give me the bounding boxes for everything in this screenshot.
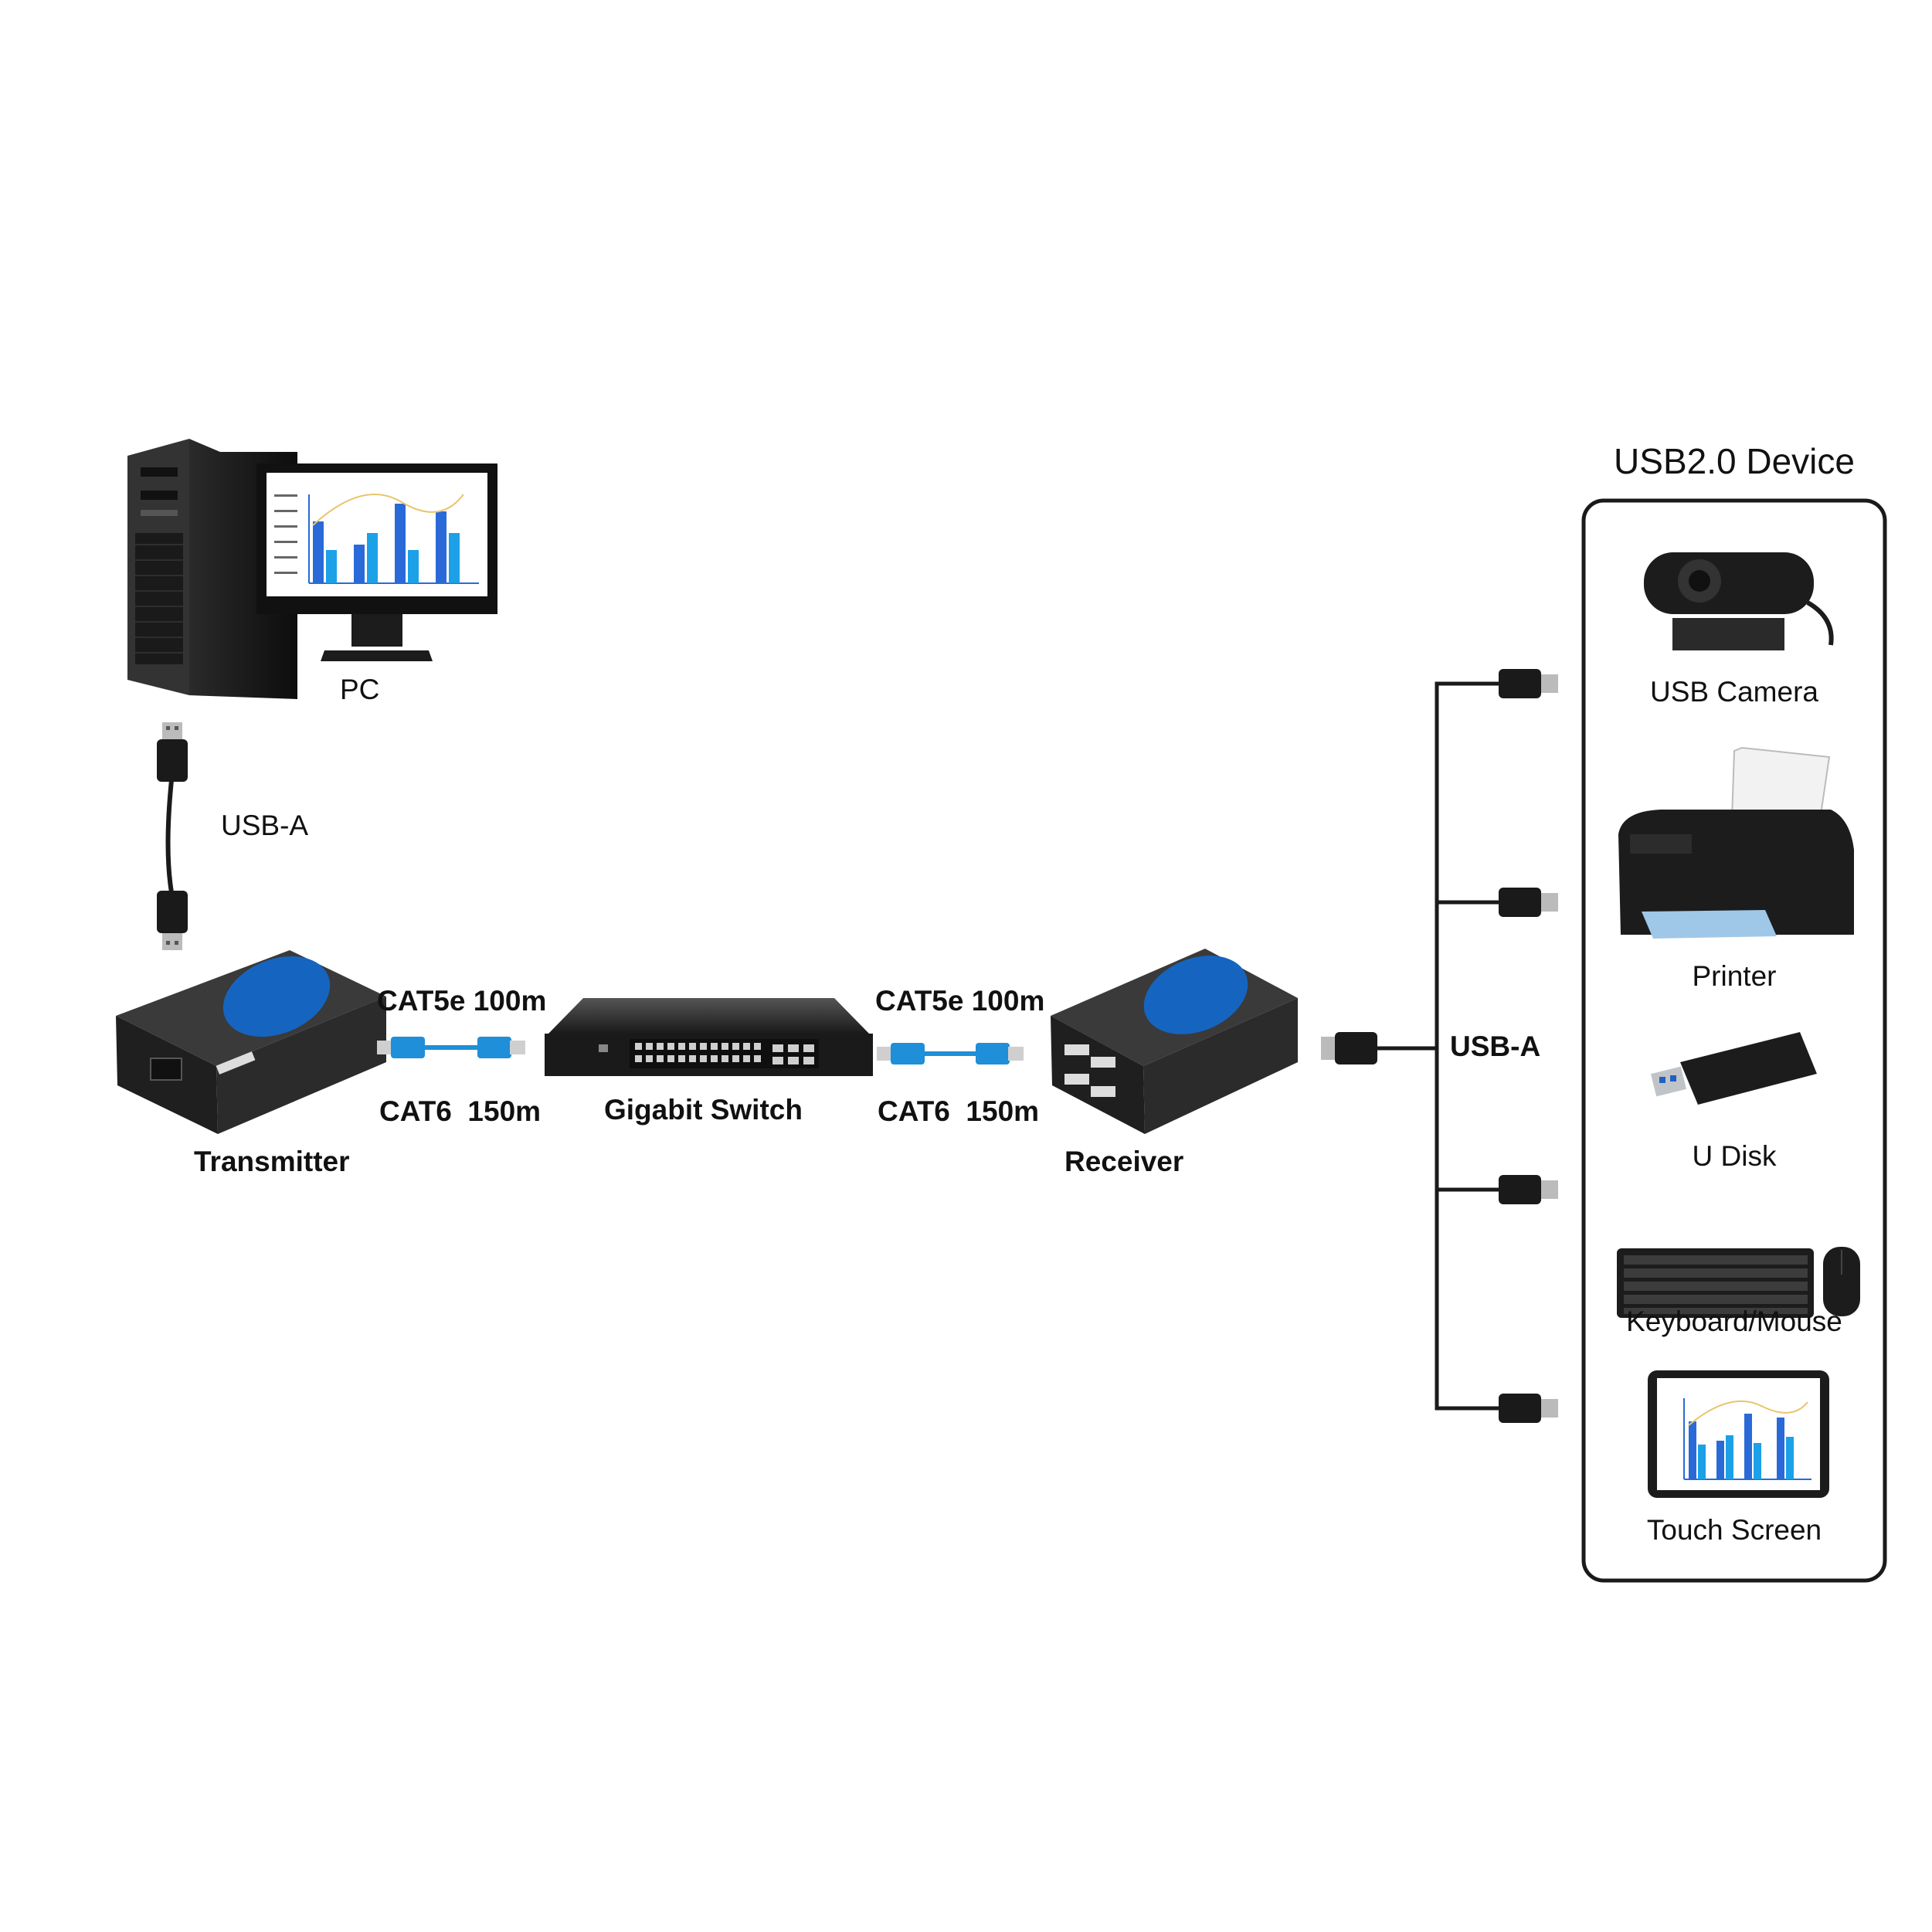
- transmitter-extender-icon: [116, 950, 386, 1134]
- transmitter-label: Transmitter: [194, 1146, 350, 1177]
- pc-label: PC: [340, 674, 380, 705]
- mouse-icon: [1823, 1247, 1860, 1316]
- usb-plug-icon: [1499, 1394, 1558, 1423]
- camera-icon: [1644, 552, 1834, 650]
- right-cat6-label: CAT6 150m: [878, 1095, 1040, 1127]
- usb-plug-icon: [1499, 669, 1558, 698]
- device-label-printer: Printer: [1692, 960, 1777, 992]
- usb-a-label-left: USB-A: [221, 810, 309, 841]
- right-cat5e-label: CAT5e 100m: [875, 985, 1045, 1017]
- device-panel-title: USB2.0 Device: [1614, 441, 1855, 481]
- usb-plug-icon: [1499, 1175, 1558, 1204]
- device-label-u-disk: U Disk: [1692, 1140, 1777, 1172]
- receiver-extender-icon: [1051, 949, 1298, 1134]
- switch-label: Gigabit Switch: [604, 1094, 803, 1126]
- left-cat5e-label: CAT5e 100m: [377, 985, 547, 1017]
- keyboard-icon: [1617, 1248, 1814, 1318]
- monitor-icon: [256, 463, 497, 661]
- usb-plug-icon: [157, 891, 188, 950]
- device-label-keyboard-mouse: Keyboard/Mouse: [1626, 1306, 1842, 1337]
- left-cat6-label: CAT6 150m: [379, 1095, 542, 1127]
- printer-icon: [1618, 746, 1854, 939]
- usb-plug-icon: [1499, 888, 1558, 917]
- receiver-label: Receiver: [1064, 1146, 1184, 1177]
- rj45-cable-icon: [877, 1043, 1024, 1064]
- switch-icon: [545, 998, 873, 1076]
- usb-cable-vertical: [157, 722, 188, 950]
- usb-a-label-hub: USB-A: [1450, 1031, 1541, 1062]
- tablet-icon: [1648, 1370, 1829, 1498]
- usb-hub-lines: [1321, 669, 1558, 1423]
- device-label-touch-screen: Touch Screen: [1646, 1514, 1822, 1546]
- rj45-cable-icon: [377, 1037, 525, 1058]
- device-panel-frame: [1581, 498, 1887, 1583]
- usb-plug-icon: [157, 722, 188, 782]
- device-label-camera: USB Camera: [1650, 676, 1818, 708]
- usb-disk-icon: [1650, 1032, 1817, 1105]
